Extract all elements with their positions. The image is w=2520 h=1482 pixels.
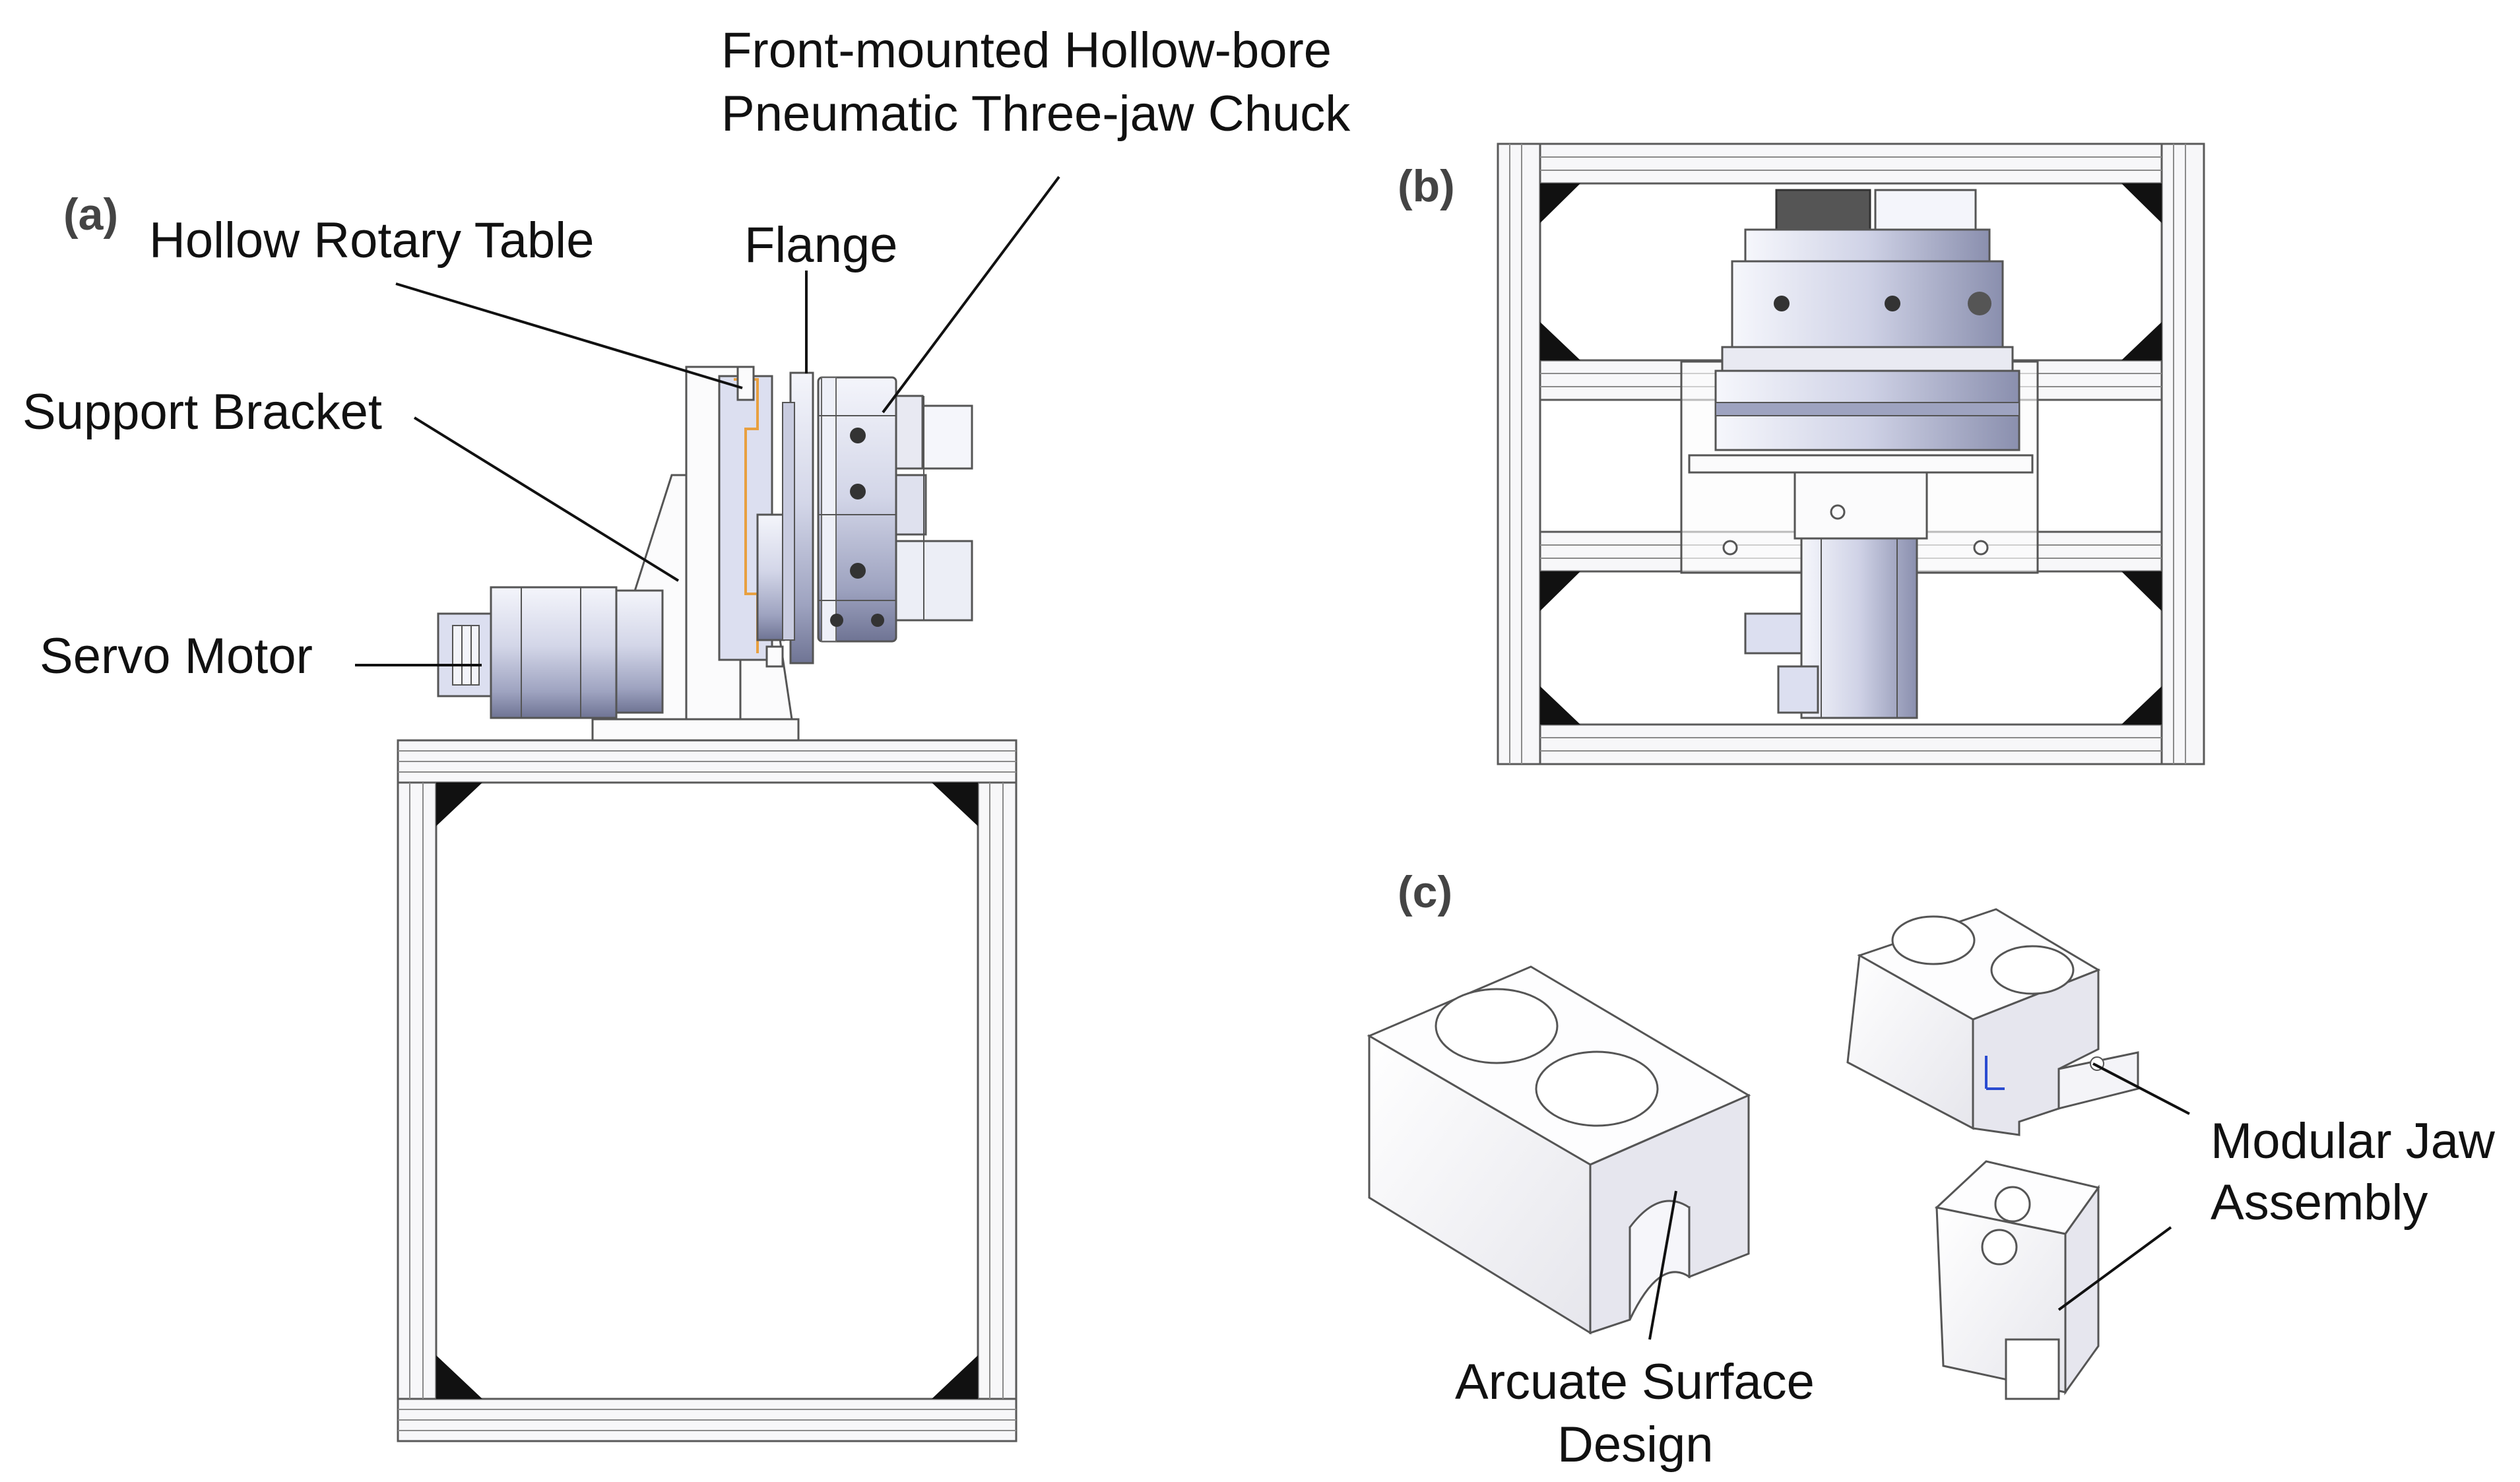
mounting-plate xyxy=(591,718,800,742)
leader-arcuate xyxy=(1648,1190,1677,1340)
label-chuck-line1: Front-mounted Hollow-bore xyxy=(721,22,1332,79)
hollow-rotary-table xyxy=(718,366,785,661)
leader-support-bracket xyxy=(413,416,680,582)
flange xyxy=(765,371,814,668)
label-modular-line2: Assembly xyxy=(2211,1175,2428,1231)
leader-rotary-table xyxy=(395,282,743,389)
panel-a-tag: (a) xyxy=(63,189,118,240)
jaw-block-modular-upper xyxy=(1846,908,2139,1136)
leader-modular-upper xyxy=(2092,1062,2190,1115)
jaw-block-modular-lower xyxy=(1934,1160,2100,1400)
panel-b-tag: (b) xyxy=(1398,161,1455,211)
jaw-block-arcuate xyxy=(1367,965,1751,1335)
pneumatic-three-jaw-chuck xyxy=(817,376,973,643)
panel-c-tag: (c) xyxy=(1398,867,1452,917)
aluminum-frame-a xyxy=(397,739,1018,1442)
label-modular-line1: Modular Jaw xyxy=(2211,1113,2496,1169)
servo-motor xyxy=(437,586,664,719)
label-hollow-rotary-table: Hollow Rotary Table xyxy=(149,212,594,269)
chuck-top-view xyxy=(1714,189,2020,451)
leader-modular-lower xyxy=(2057,1226,2172,1311)
leader-chuck xyxy=(882,176,1060,414)
label-support-bracket: Support Bracket xyxy=(22,384,382,440)
panel-a: (a) xyxy=(22,22,1351,1442)
label-chuck-line2: Pneumatic Three-jaw Chuck xyxy=(721,86,1351,142)
servo-motor-top-view xyxy=(1744,471,1928,719)
label-arcuate-line2: Design xyxy=(1557,1417,1714,1473)
panel-b: (b) xyxy=(1398,143,2205,765)
label-servo-motor: Servo Motor xyxy=(40,628,313,684)
label-arcuate-line1: Arcuate Surface xyxy=(1455,1354,1815,1410)
label-flange: Flange xyxy=(744,217,897,273)
panel-c: (c) xyxy=(1367,867,2496,1473)
